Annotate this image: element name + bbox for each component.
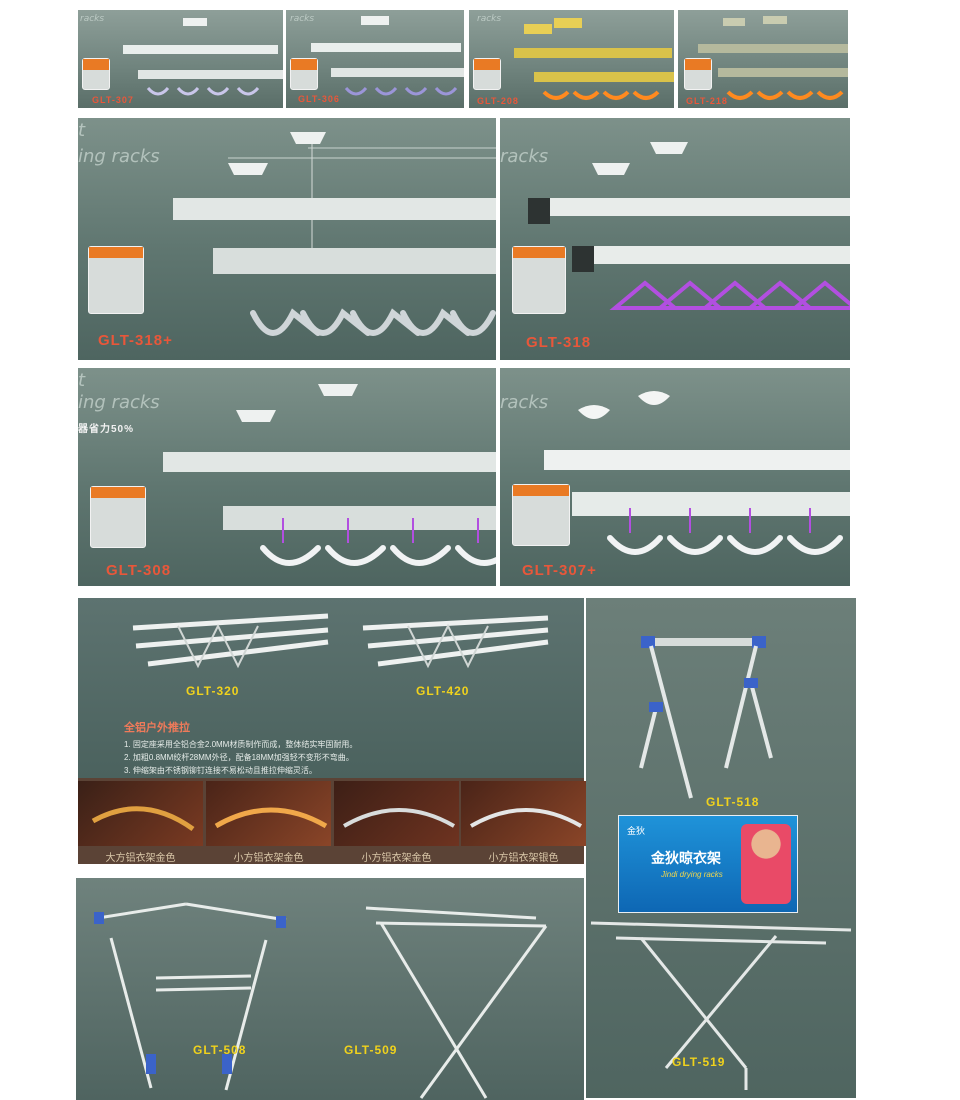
parts-inset: [473, 58, 501, 90]
panel-standing-racks: GLT-508 GLT-509: [76, 878, 584, 1100]
parts-inset: [90, 486, 146, 548]
ghost-racks-text: racks: [477, 14, 502, 24]
outdoor-note-3: 3. 伸缩架由不锈钢铆钉连接不易松动且推拉伸缩灵活。: [124, 766, 317, 775]
parts-inset: [684, 58, 712, 90]
model-label: GLT-208: [477, 96, 519, 106]
hanger-photo-2: [206, 781, 331, 846]
hanger-photo-3: [334, 781, 459, 846]
ghost-drying-racks-text: ing racks: [78, 392, 160, 413]
rack-illustration: [698, 16, 848, 100]
panel-glt-308: t ing racks 器省力50% GLT-308: [78, 368, 496, 586]
model-label: GLT-318+: [98, 332, 173, 349]
model-label: GLT-420: [416, 684, 470, 698]
parts-inset: [88, 246, 144, 314]
model-label: GLT-508: [193, 1043, 247, 1057]
hanger-caption-1: 大方铝衣架金色: [105, 853, 176, 864]
product-package-box: 金狄 金狄晾衣架 Jindi drying racks: [618, 815, 798, 913]
parts-inset: [290, 58, 318, 90]
package-logo: 金狄: [627, 826, 646, 836]
model-label: GLT-218: [686, 96, 728, 106]
panel-glt-307-small: racks GLT-307: [78, 10, 283, 108]
rack-illustration: [528, 142, 850, 310]
rack-illustration: [311, 16, 464, 96]
standing-rack-illustration: [94, 902, 548, 1099]
panel-outdoor-push-pull: GLT-320 GLT-420: [78, 598, 584, 778]
ghost-racks-text: racks: [80, 14, 105, 24]
ghost-racks-text: racks: [290, 14, 315, 24]
model-label: GLT-307: [92, 95, 134, 105]
model-label: GLT-518: [706, 795, 760, 809]
hanger-caption-2: 小方铝衣架金色: [233, 853, 304, 864]
parts-inset: [512, 484, 570, 546]
hanger-photo-1: [78, 781, 203, 846]
panel-glt-307plus: racks GLT-307+: [500, 368, 850, 586]
panel-glt-318: racks GLT-318: [500, 118, 850, 360]
rack-illustration: [544, 391, 850, 555]
hanger-photo-4: [461, 781, 586, 846]
rack-illustration: [173, 132, 496, 336]
package-subtitle: Jindi drying racks: [661, 870, 723, 879]
standing-rack-illustration: [590, 636, 852, 1090]
package-brand: 金狄晾衣架: [651, 850, 721, 866]
outdoor-description: 全铝户外推拉 1. 固定座采用全铝合金2.0MM材质制作而成，整体结实牢固耐用。…: [124, 722, 357, 777]
model-label: GLT-509: [344, 1043, 398, 1057]
ghost-racks-text: racks: [500, 392, 549, 413]
hanger-caption-4: 小方铝衣架银色: [488, 853, 559, 864]
outdoor-note-2: 2. 加粗0.8MM绞杆28MM外径，配备18MM加强轻不变形不弯曲。: [124, 753, 354, 762]
panel-glt-208-small: racks GLT-208: [469, 10, 674, 108]
outdoor-rack-illustration: [132, 613, 549, 669]
spokesperson-photo: [741, 824, 791, 904]
rack-illustration: [123, 18, 283, 96]
model-label: GLT-320: [186, 684, 240, 698]
save-effort-text: 器省力50%: [78, 424, 135, 435]
panel-glt-318plus: t ing racks GLT-318+: [78, 118, 496, 360]
rack-illustration: [163, 384, 496, 566]
hanger-caption-3: 小方铝衣架金色: [361, 853, 432, 864]
ghost-drying-racks-text: ing racks: [78, 146, 160, 167]
model-label: GLT-308: [106, 562, 172, 579]
parts-inset: [512, 246, 566, 314]
ghost-cut-text: t: [78, 120, 86, 141]
model-label: GLT-519: [672, 1055, 726, 1069]
outdoor-note-1: 1. 固定座采用全铝合金2.0MM材质制作而成，整体结实牢固耐用。: [124, 740, 358, 749]
model-label: GLT-307+: [522, 562, 597, 579]
model-label: GLT-306: [298, 94, 340, 104]
ghost-cut-text: t: [78, 370, 86, 391]
ghost-racks-text: racks: [500, 146, 549, 167]
panel-glt-306-small: racks GLT-306: [286, 10, 464, 108]
model-label: GLT-318: [526, 334, 592, 351]
panel-glt-218-small: GLT-218: [678, 10, 848, 108]
rack-illustration: [514, 18, 674, 100]
parts-inset: [82, 58, 110, 90]
outdoor-heading: 全铝户外推拉: [124, 722, 190, 734]
